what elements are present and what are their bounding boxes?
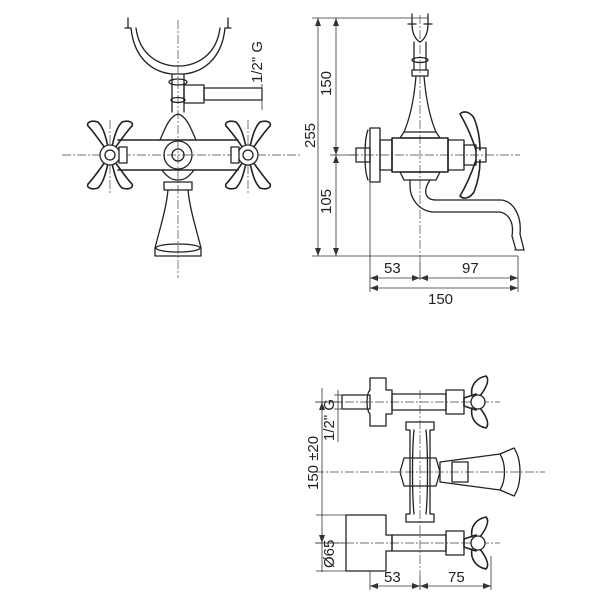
dim-height-upper: 150 xyxy=(318,71,335,96)
top-spout xyxy=(439,447,521,497)
right-cross-handle xyxy=(224,120,272,190)
shower-cradle xyxy=(124,17,232,75)
dim-top-depth-rear: 53 xyxy=(384,569,401,586)
side-spout xyxy=(409,179,525,251)
dim-diameter: Ø65 xyxy=(321,540,338,568)
dim-depth-total: 150 xyxy=(428,291,453,308)
dim-centers: 150 ±20 xyxy=(305,436,322,490)
diverter-knob xyxy=(183,84,205,104)
dim-height-total: 255 xyxy=(302,123,319,148)
side-handle xyxy=(459,111,481,199)
side-view: 255 150 105 53 97 150 xyxy=(302,13,525,308)
top-body xyxy=(405,421,435,523)
dim-depth-front: 97 xyxy=(462,260,479,277)
left-cross-handle xyxy=(86,120,134,190)
spout-front xyxy=(154,181,202,257)
top-view: 1/2" G 150 ±20 Ø65 53 75 xyxy=(305,375,545,590)
lower-inlet xyxy=(345,514,489,572)
side-cradle xyxy=(407,13,433,43)
dim-top-depth-front: 75 xyxy=(448,569,465,586)
dim-height-lower: 105 xyxy=(318,189,335,214)
front-view: 1/2" G xyxy=(62,17,300,278)
front-thread-label: 1/2" G xyxy=(249,41,266,83)
upper-inlet xyxy=(341,375,489,429)
top-thread-label: 1/2" G xyxy=(321,399,338,441)
dim-depth-rear: 53 xyxy=(384,260,401,277)
thread-outlet xyxy=(203,87,263,101)
mixer-body xyxy=(117,139,239,171)
